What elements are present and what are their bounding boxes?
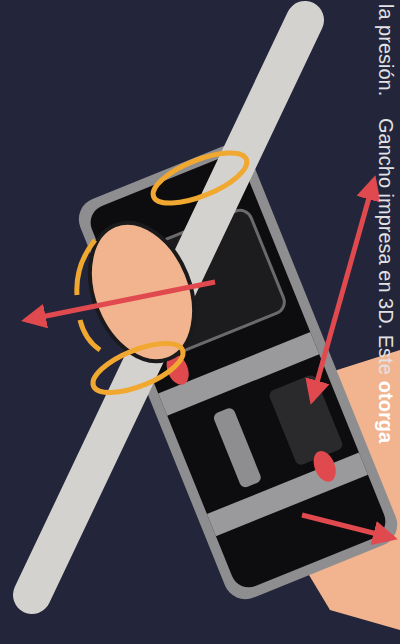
rotated-text-column: la presión. (374, 4, 398, 96)
caption-text: otorga (375, 381, 397, 443)
caption-text: Gancho impresa en 3D. Este (375, 118, 397, 375)
force-arrows (26, 180, 393, 538)
caption-text: la presión. (375, 4, 397, 96)
rod (32, 20, 305, 595)
thumb (71, 207, 214, 376)
grip-rings (77, 143, 253, 403)
rotated-text-column: Gancho impresa en 3D. Este otorga (374, 118, 398, 443)
